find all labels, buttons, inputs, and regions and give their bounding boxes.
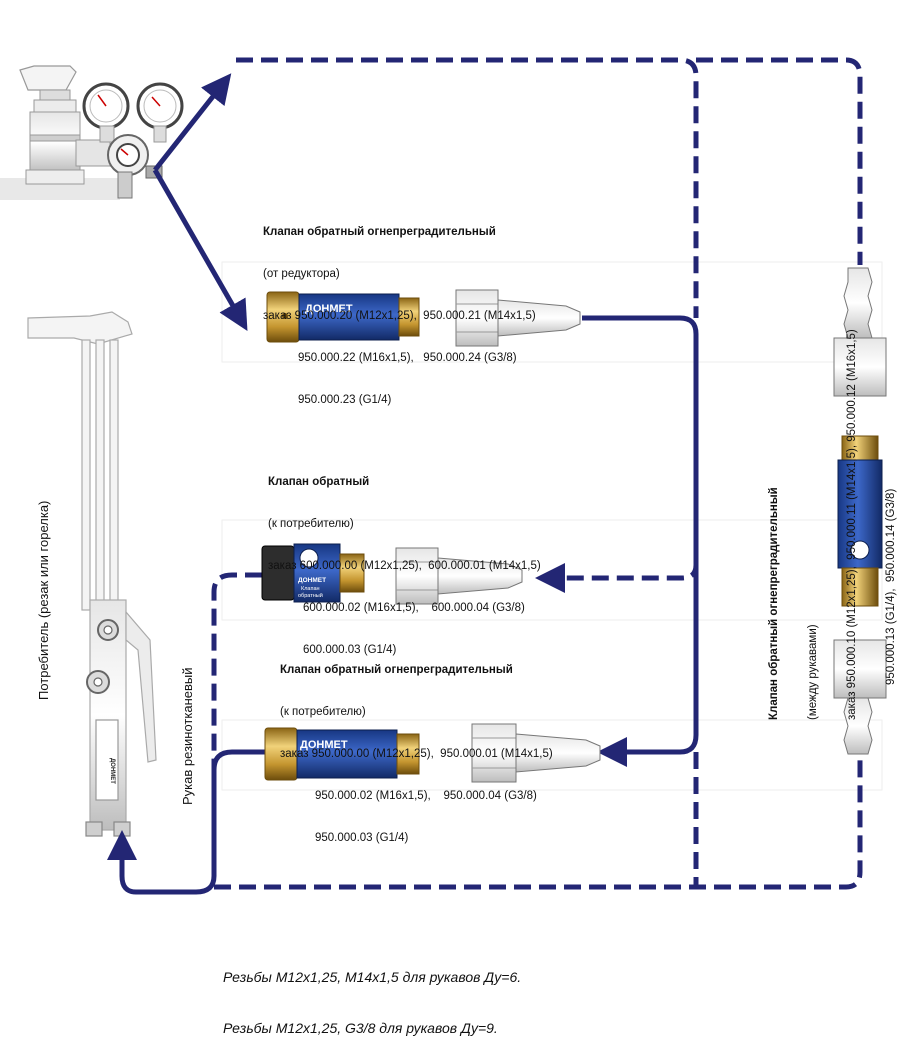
valve-between-subtitle: (между рукавами) <box>807 624 819 720</box>
valve-to-consumer-fire: ДОНМЕТ <box>264 727 420 781</box>
valve-reducer-order-2: 950.000.22 (М16х1,5), 950.000.24 (G3/8) <box>298 352 517 364</box>
valve-between-order-2: 950.000.13 (G1/4), 950.000.14 (G3/8) <box>885 488 897 685</box>
hose-label: Рукав резинотканевый <box>180 667 195 806</box>
dashed-top-right <box>696 57 863 265</box>
valve-reducer-order-3: 950.000.23 (G1/4) <box>298 394 392 406</box>
valve2-brand: ДОНМЕТ <box>298 577 326 584</box>
valve-between-title: Клапан обратный огнепреградительный <box>768 487 780 720</box>
valve-reducer-title: Клапан обратный огнепреградительный <box>263 226 496 238</box>
valve-consumer-fire-title: Клапан обратный огнепреградительный <box>280 664 513 676</box>
line-valve1-hose <box>582 315 699 767</box>
connection-diagram: ДОНМЕТ ДОНМЕТ <box>0 57 887 895</box>
valve-to-consumer: ДОНМЕТ Клапан обратный <box>261 543 365 603</box>
valve-consumer-fire-order-2: 950.000.02 (М16х1,5), 950.000.04 (G3/8) <box>315 790 537 802</box>
nipple-2 <box>395 547 523 605</box>
line-regulator-to-valve1 <box>152 168 248 332</box>
valve-consumer-fire-order-1: заказ 950.000.00 (М12х1,25), 950.000.01 … <box>280 748 553 760</box>
footnote-line-1: Резьбы М12х1,25, М14х1,5 для рукавов Ду=… <box>223 969 522 985</box>
gas-regulator <box>0 65 184 200</box>
valve3-brand: ДОНМЕТ <box>300 739 348 751</box>
valve-from-reducer: ДОНМЕТ <box>266 291 420 343</box>
dashed-to-consumer <box>535 560 699 593</box>
valve-consumer-fire-order-3: 950.000.03 (G1/4) <box>315 832 409 844</box>
valve-reducer-label: Клапан обратный огнепреградительный (от … <box>263 197 536 421</box>
dashed-top-route <box>236 57 699 318</box>
background-panels <box>221 261 883 791</box>
valve2-label2: обратный <box>298 592 323 599</box>
valve-reducer-order-1: заказ 950.000.20 (М12х1,25), 950.000.21 … <box>263 310 536 322</box>
valve-between-hoses <box>833 267 887 755</box>
valve-consumer-order-3: 600.000.03 (G1/4) <box>303 644 397 656</box>
valve-between-label: Клапан обратный огнепреградительный (меж… <box>742 329 900 720</box>
torch-brand-text: ДОНМЕТ <box>109 758 115 784</box>
valve-consumer-title: Клапан обратный <box>268 476 370 488</box>
valve-consumer-fire-subtitle: (к потребителю) <box>280 706 366 718</box>
valve-consumer-subtitle: (к потребителю) <box>268 518 354 530</box>
valve-consumer-order-2: 600.000.02 (М16х1,5), 600.000.04 (G3/8) <box>303 602 525 614</box>
valve1-brand: ДОНМЕТ <box>305 303 353 315</box>
dashed-valve2-to-torch <box>211 572 262 770</box>
footnote-line-2: Резьбы М12х1,25, G3/8 для рукавов Ду=9. <box>223 1020 498 1036</box>
cutting-torch <box>27 311 157 837</box>
footnote: Резьбы М12х1,25, М14х1,5 для рукавов Ду=… <box>223 935 521 1054</box>
line-valve3-to-torch <box>107 749 265 895</box>
valve-consumer-order-1: заказ 600.000.00 (М12х1,25), 600.000.01 … <box>268 560 541 572</box>
line-regulator-up <box>153 73 232 172</box>
nipple-1 <box>455 289 581 347</box>
dashed-bottom-route <box>214 720 863 890</box>
valve-consumer-fire-label: Клапан обратный огнепреградительный (к п… <box>280 635 553 859</box>
consumer-label: Потребитель (резак или горелка) <box>36 500 51 700</box>
valve-reducer-subtitle: (от редуктора) <box>263 268 340 280</box>
valve-consumer-label: Клапан обратный (к потребителю) заказ 60… <box>268 447 541 671</box>
valve2-label: Клапан <box>301 586 320 592</box>
valve-between-order-1: заказ 950.000.10 (М12х1,25), 950.000.11 … <box>846 329 858 720</box>
nipple-3 <box>471 723 601 783</box>
